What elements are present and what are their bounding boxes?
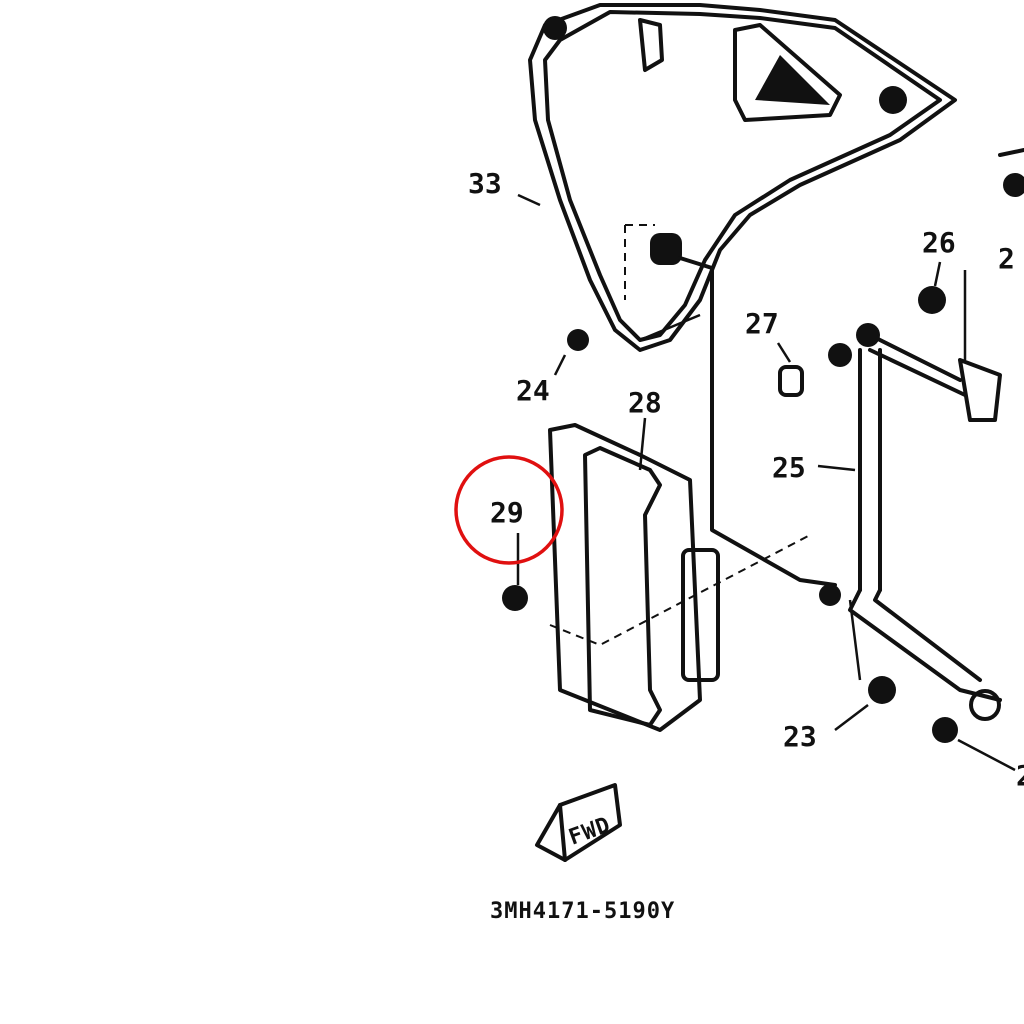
part-label-23: 23 (783, 720, 817, 753)
side-cover-part-33 (528, 3, 957, 352)
part-label-24: 24 (516, 374, 550, 407)
bracket-part-25 (819, 270, 1002, 721)
part-label-33: 33 (468, 167, 502, 200)
panel-part-28 (548, 423, 811, 732)
part-label-26: 26 (922, 226, 956, 259)
leader-33 (517, 193, 541, 207)
fastener-26 (918, 261, 946, 314)
part-label-2-bottom: 2 (1016, 759, 1024, 792)
fwd-arrow-icon: FWD (535, 783, 622, 862)
part-label-28: 28 (628, 386, 662, 419)
leader-28 (638, 417, 647, 471)
highlight-circle (454, 455, 564, 565)
part-label-25: 25 (772, 451, 806, 484)
fastener-24 (553, 329, 589, 376)
fastener-27 (776, 342, 804, 397)
fastener-2-top (998, 148, 1024, 197)
fastener-23 (834, 676, 896, 731)
fastener-29 (502, 533, 528, 611)
fastener-2-bottom (932, 717, 1016, 772)
leader-25 (817, 464, 856, 472)
frame-bracket-line (678, 256, 837, 587)
part-label-29: 29 (490, 496, 524, 529)
part-label-2-top: 2 (998, 242, 1015, 275)
drawing-code: 3MH4171-5190Y (490, 899, 675, 924)
part-label-27: 27 (745, 307, 779, 340)
